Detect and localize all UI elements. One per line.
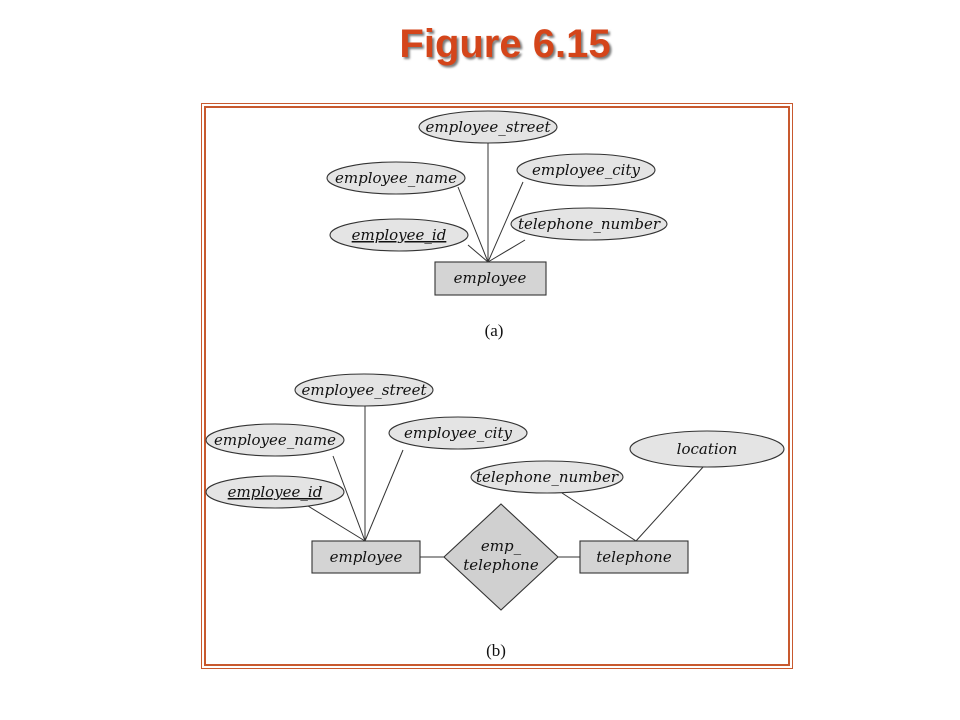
edge-b-id [307, 505, 366, 542]
attr-a-employee-street [418, 110, 558, 144]
relationship-emp-telephone [443, 503, 559, 611]
edge-b-location [635, 465, 705, 542]
edge-b-city [364, 449, 404, 542]
edge-a-phone [487, 239, 526, 263]
label-b-employee-city: employee_city [404, 424, 512, 442]
label-a-employee-name: employee_name [335, 169, 457, 187]
label-b-employee-name: employee_name [214, 431, 336, 449]
label-b-telephone: telephone [596, 548, 672, 566]
diagram-a: employee_street employee_name employee_c… [326, 110, 668, 340]
edge-a-id [467, 244, 489, 263]
label-b-employee: employee [330, 548, 403, 566]
attr-b-employee-city [388, 416, 528, 450]
attr-b-location [629, 430, 785, 468]
label-b-relationship-line1: emp_ [481, 537, 522, 555]
edge-b-name [332, 455, 366, 542]
attr-b-employee-street [294, 373, 434, 407]
attr-a-employee-id [329, 218, 469, 252]
edge-a-name [457, 186, 489, 263]
attr-b-employee-id [205, 475, 345, 509]
attr-b-telephone-number [470, 460, 624, 494]
entity-b-employee [311, 540, 421, 574]
attr-a-employee-city [516, 153, 656, 187]
label-b-telephone-number: telephone_number [476, 468, 619, 486]
label-b-relationship-line2: telephone [463, 556, 539, 574]
label-a-employee: employee [454, 269, 527, 287]
entity-a-employee [434, 261, 547, 296]
label-a-telephone-number: telephone_number [518, 215, 661, 233]
edge-b-phone [561, 492, 637, 542]
diagram-b: employee_street employee_name employee_c… [205, 373, 785, 660]
label-b-employee-id: employee_id [228, 483, 323, 501]
attr-a-employee-name [326, 161, 466, 195]
caption-b: (b) [486, 641, 506, 660]
label-a-employee-street: employee_street [426, 118, 552, 136]
attr-b-employee-name [205, 423, 345, 457]
label-b-location: location [677, 440, 738, 458]
label-b-employee-street: employee_street [302, 381, 428, 399]
caption-a: (a) [485, 321, 504, 340]
page-title: Figure 6.15 [399, 22, 611, 66]
label-a-employee-city: employee_city [532, 161, 640, 179]
label-a-employee-id: employee_id [352, 226, 447, 244]
edge-a-city [487, 181, 524, 263]
attr-a-telephone-number [510, 207, 668, 241]
entity-b-telephone [579, 540, 689, 574]
